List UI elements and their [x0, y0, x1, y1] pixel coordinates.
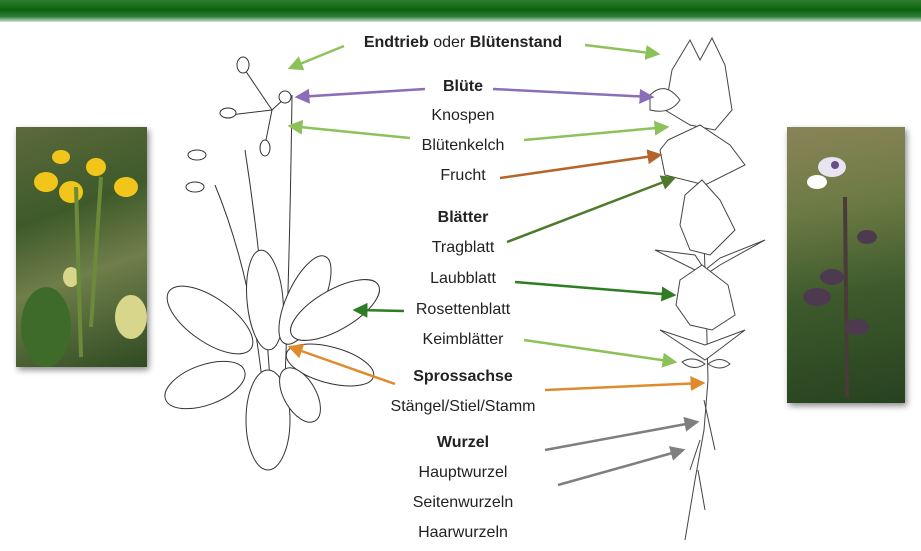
eyebright-drawing: [649, 36, 766, 541]
label-rosettenblatt: Rosettenblatt: [415, 301, 511, 318]
label-bluete: Blüte: [443, 78, 483, 95]
header-bar: [0, 0, 921, 22]
arrow-hauptwurzel: [544, 416, 700, 452]
label-knospen: Knospen: [431, 107, 495, 124]
label-endtrieb-bluetenstand: Endtrieb oder Blütenstand: [364, 34, 562, 52]
label-laubblatt: Laubblatt: [430, 270, 496, 287]
label-endtrieb: Endtrieb: [363, 34, 429, 51]
arrow-frucht: [499, 149, 663, 180]
label-tragblatt: Tragblatt: [431, 239, 495, 256]
label-keimblaetter: Keimblätter: [422, 331, 504, 348]
arrow-keimblaetter: [523, 338, 678, 368]
arrow-tragblatt: [506, 175, 677, 244]
arrow-kelch-left: [287, 119, 411, 140]
arrow-endtrieb-right: [584, 43, 661, 60]
arrow-sprossachse-left: [287, 344, 396, 386]
eyebright-photo: [787, 127, 905, 403]
label-blaetter: Blätter: [437, 209, 489, 226]
label-haarwurzeln: Haarwurzeln: [418, 524, 508, 541]
arrow-kelch-right: [523, 120, 670, 142]
label-bluetenstand: Blütenstand: [469, 34, 563, 51]
arrow-bluete-right: [492, 87, 655, 104]
label-frucht: Frucht: [440, 167, 486, 184]
label-oder: oder: [433, 34, 466, 51]
arrow-rosettenblatt: [352, 302, 405, 318]
arrow-endtrieb-left: [287, 44, 345, 71]
arrow-seitenwurzeln: [557, 446, 686, 487]
label-staengel: Stängel/Stiel/Stamm: [390, 398, 536, 415]
label-bluetenkelch: Blütenkelch: [421, 137, 505, 154]
arrow-sprossachse-right: [544, 376, 706, 392]
label-seitenwurzeln: Seitenwurzeln: [412, 494, 514, 511]
arrow-laubblatt: [514, 280, 677, 302]
label-wurzel: Wurzel: [436, 434, 490, 451]
label-hauptwurzel: Hauptwurzel: [418, 464, 508, 481]
arrow-bluete-left: [294, 87, 426, 104]
primrose-drawing: [164, 56, 380, 471]
label-sprossachse: Sprossachse: [413, 368, 513, 385]
cowslip-photo: [16, 127, 147, 367]
